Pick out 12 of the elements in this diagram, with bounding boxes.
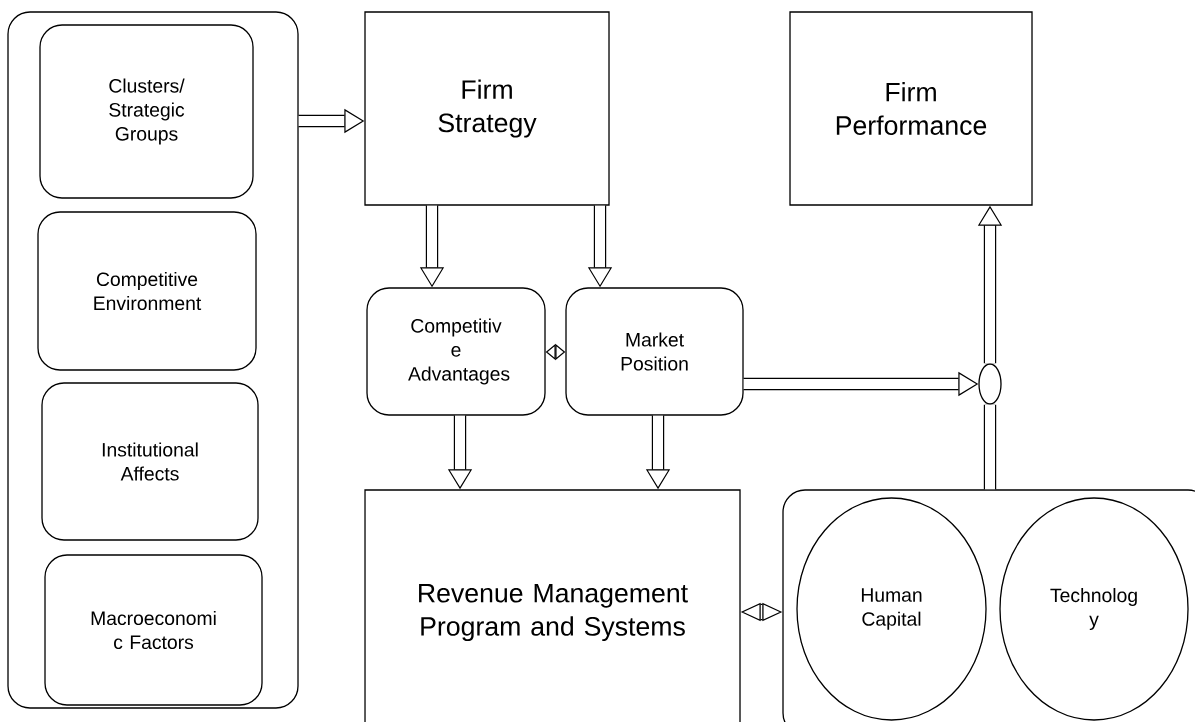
program-box: Revenue Management Program and Systems xyxy=(364,489,741,722)
advantage-box: Competitiv e Advantages xyxy=(366,287,546,416)
performance-box: Firm Performance xyxy=(789,11,1033,206)
position-box: Market Position xyxy=(565,287,744,416)
junction-ellipse xyxy=(978,363,1002,405)
factor-box: Macroeconomi c Factors xyxy=(44,554,263,706)
strategy-box: Firm Strategy xyxy=(364,11,610,206)
group-panel xyxy=(782,489,1195,722)
factor-box: Clusters/ Strategic Groups xyxy=(39,24,254,199)
group-panel xyxy=(7,11,299,709)
factor-box: Institutional Affects xyxy=(41,382,259,541)
factor-box: Competitive Environment xyxy=(37,211,257,371)
